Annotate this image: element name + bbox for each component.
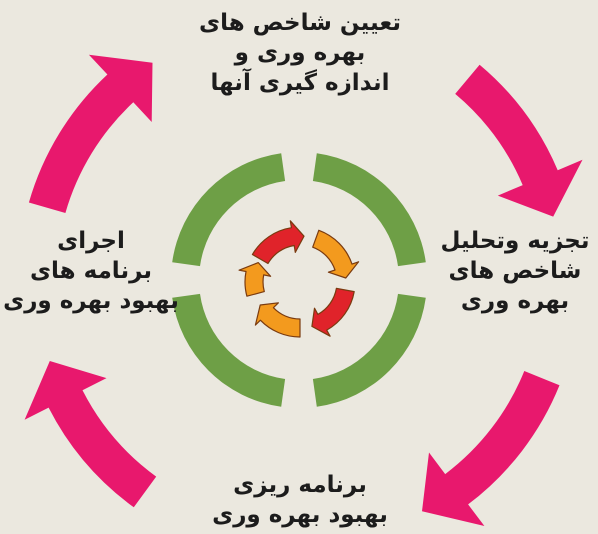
step-line: تجزیه وتحلیل [440, 228, 590, 254]
step-line: بهره وری [460, 288, 570, 314]
cycle-arrow-top-left [28, 54, 153, 214]
step-line: تعیین شاخص های [199, 10, 401, 36]
ring-segment [172, 153, 286, 267]
step-line: برنامه ریزی [233, 472, 367, 498]
ring-segment [312, 153, 426, 267]
recycle-arrow [311, 287, 355, 337]
step-line: اندازه گیری آنها [210, 70, 390, 96]
step-analyze-indicators: تجزیه وتحلیل شاخص های بهره وری [432, 226, 598, 316]
step-line: بهره وری و [234, 40, 366, 66]
recycle-icon [238, 220, 360, 338]
step-line: بهبود بهره وری [3, 288, 179, 314]
step-line: شاخص های [448, 258, 582, 284]
recycle-arrow [312, 229, 360, 279]
step-line: برنامه های [29, 258, 153, 284]
recycle-arrow [238, 262, 272, 297]
ring-segment [312, 293, 426, 407]
step-execute-programs: اجرای برنامه های بهبود بهره وری [0, 226, 182, 316]
recycle-arrow [254, 302, 301, 338]
center-ring [172, 153, 426, 407]
step-line: بهبود بهره وری [212, 502, 388, 528]
step-line: اجرای [57, 228, 125, 254]
cycle-arrow-bottom-left [24, 361, 157, 508]
recycle-arrow [251, 220, 305, 265]
step-define-indicators: تعیین شاخص های بهره وری و اندازه گیری آن… [190, 8, 410, 98]
step-plan-improvement: برنامه ریزی بهبود بهره وری [200, 470, 400, 530]
cycle-arrow-bottom-right [422, 371, 560, 526]
cycle-arrows [24, 54, 583, 526]
ring-segment [172, 293, 286, 407]
cycle-arrow-top-right [455, 64, 583, 217]
